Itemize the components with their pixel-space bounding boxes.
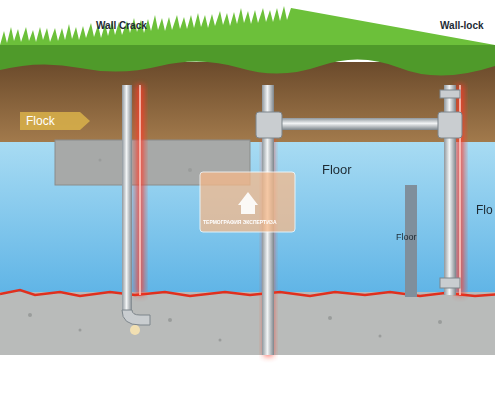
label-tag: [20, 112, 90, 130]
grass-blades: [0, 6, 495, 45]
grass: [0, 45, 495, 76]
thermal-glow: [136, 85, 464, 356]
watermark-text: ТЕРМОГРАФИЯ ЭКСПЕРТИЗА: [203, 219, 277, 225]
watermark-logo: [200, 172, 295, 232]
part-label: Wall-lock: [440, 20, 484, 31]
crack-line: [0, 290, 495, 296]
right-pipe: [438, 85, 462, 295]
water-layer: [0, 140, 495, 295]
part-label: Flock: [26, 114, 55, 128]
part-label: Wall Crack: [96, 20, 147, 31]
soil-layer: [0, 62, 495, 142]
part-label: Flo: [476, 203, 493, 217]
left-pipe: [122, 85, 150, 335]
concrete-floor: [0, 292, 495, 355]
thermal-core: [140, 85, 460, 355]
part-label: Floor: [322, 162, 352, 177]
concrete-texture: [28, 159, 442, 342]
part-label: Floor: [396, 232, 417, 242]
